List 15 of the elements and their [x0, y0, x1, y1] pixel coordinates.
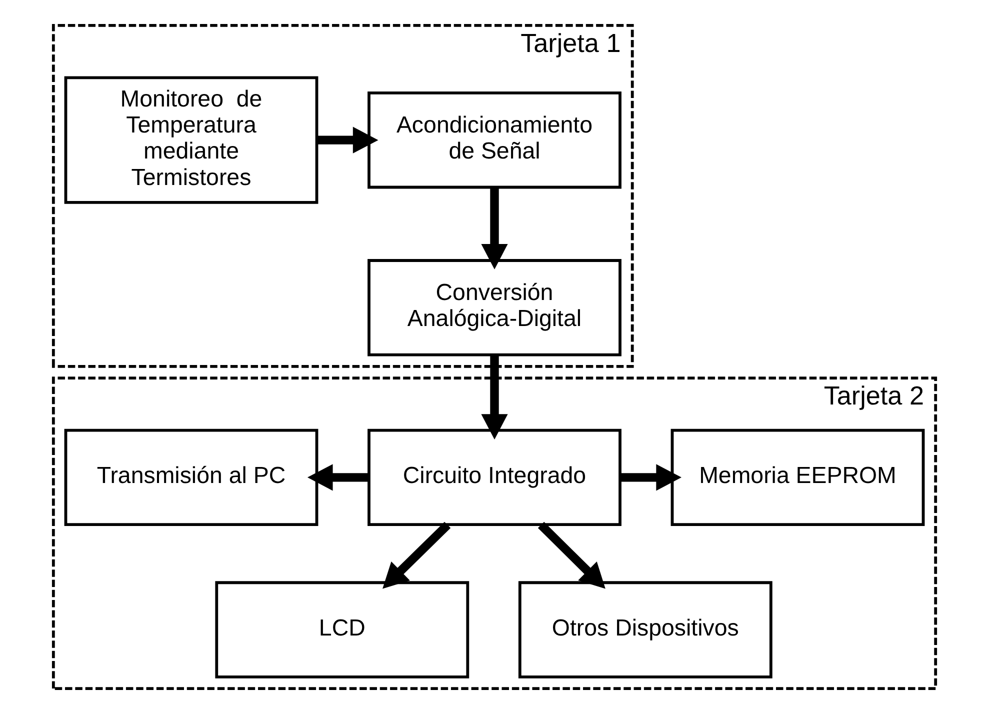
arrow — [316, 126, 378, 154]
node-box: Otros Dispositivos — [518, 581, 772, 678]
node-box: LCD — [214, 581, 469, 678]
node-box: Circuito Integrado — [367, 428, 621, 526]
arrow — [480, 355, 508, 440]
arrow — [382, 522, 450, 589]
node-box: Memoria EEPROM — [670, 428, 924, 526]
arrow — [306, 464, 368, 491]
arrow — [537, 522, 605, 589]
node-box: Acondicionamiento de Señal — [367, 91, 621, 189]
node-box: Transmisión al PC — [64, 428, 318, 526]
arrow — [620, 464, 681, 491]
node-box: Monitoreo de Temperatura mediante Termistores — [64, 76, 318, 204]
node-box: Conversión Analógica-Digital — [367, 259, 621, 356]
arrow — [480, 187, 508, 270]
